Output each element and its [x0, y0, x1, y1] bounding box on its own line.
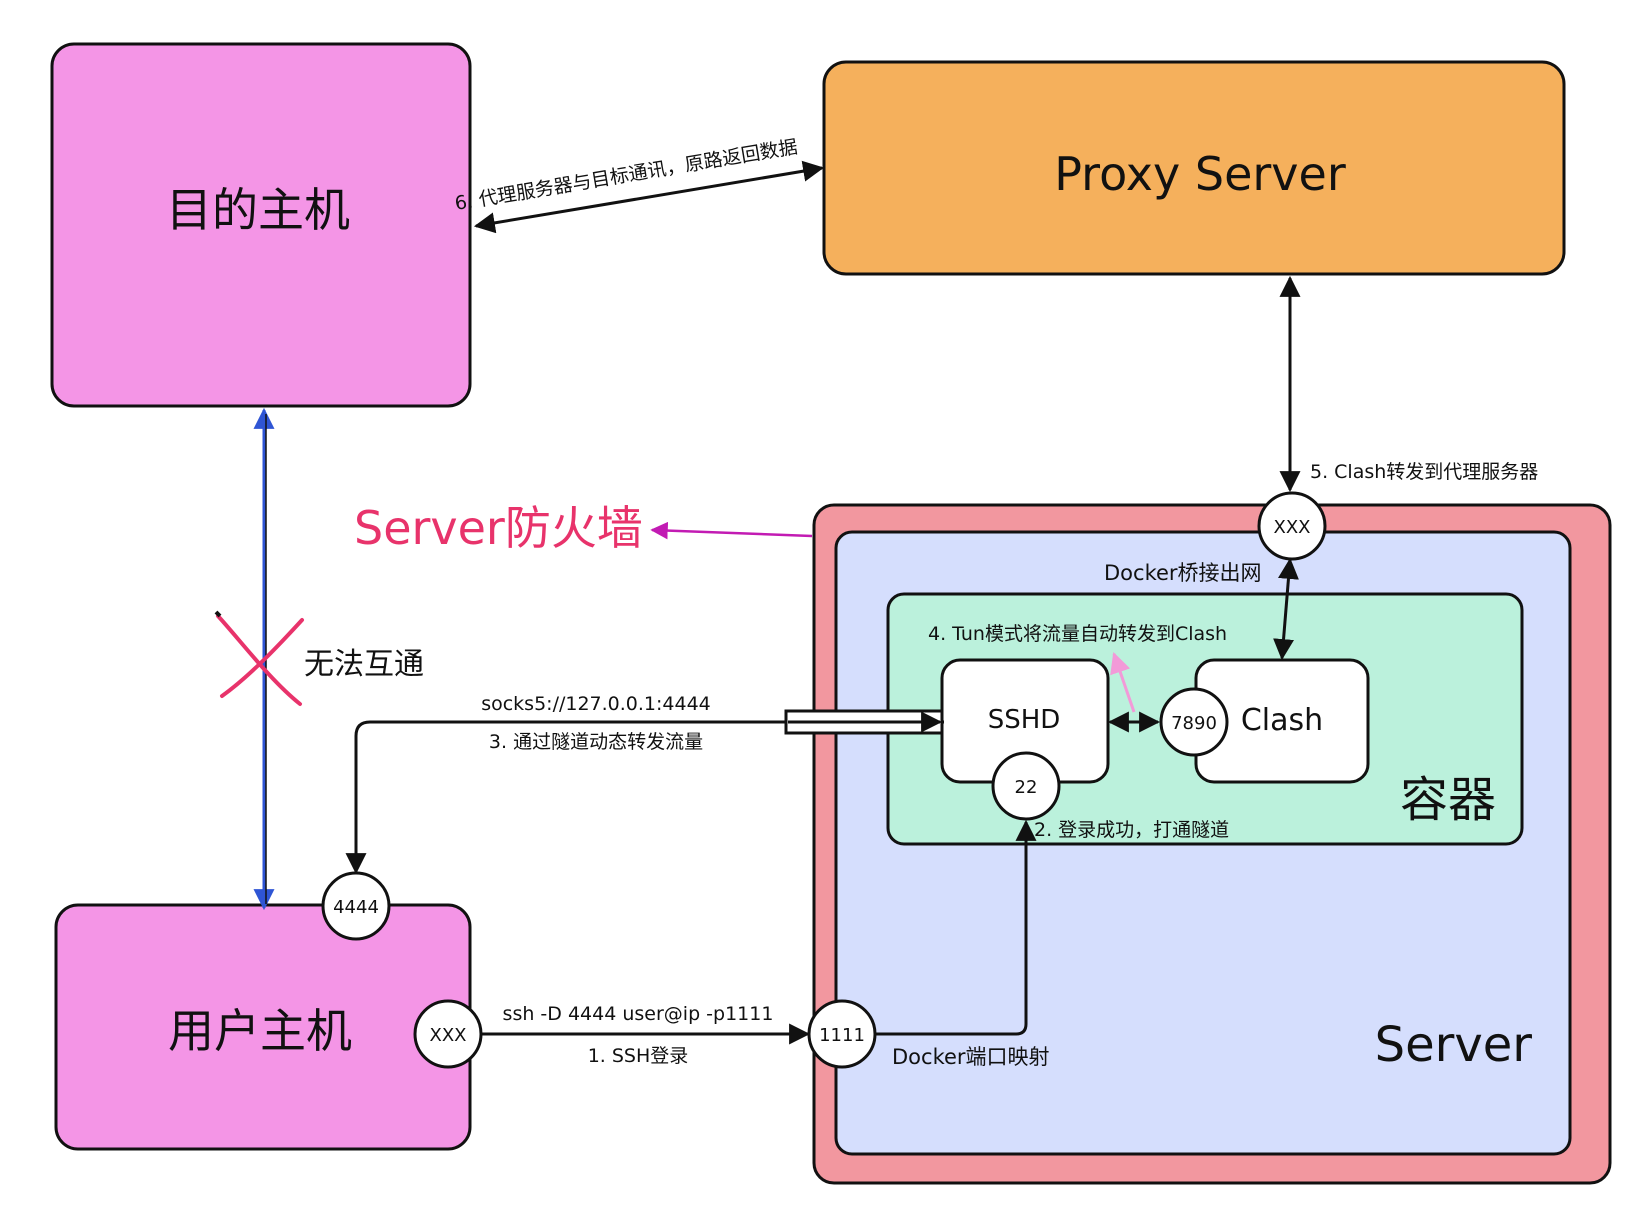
server-label: Server: [1375, 1017, 1533, 1073]
step-3-label: 3. 通过隧道动态转发流量: [489, 731, 703, 753]
target-host-node: 目的主机: [50, 42, 472, 408]
port-user-out: XXX: [413, 999, 483, 1069]
target-host-box: [50, 42, 472, 408]
user-host-label: 用户主机: [168, 1004, 352, 1058]
link-serverport-clash: [1273, 557, 1299, 661]
server-firewall-node: Server 容器: [812, 503, 1612, 1185]
step-1-label: 1. SSH登录: [588, 1045, 689, 1067]
port-user-local-label: 4444: [333, 897, 379, 918]
sshd-label: SSHD: [988, 705, 1061, 735]
port-server-out: XXX: [1257, 491, 1327, 561]
link-target-proxy: [473, 160, 825, 234]
link-port-map: [876, 819, 1037, 1036]
port-server-in-label: 1111: [819, 1025, 865, 1046]
target-host-label: 目的主机: [166, 183, 350, 237]
no-connect-label: 无法互通: [304, 647, 424, 682]
port-server-out-label: XXX: [1274, 517, 1311, 538]
ssh-command-label: ssh -D 4444 user@ip -p1111: [503, 1003, 774, 1025]
proxy-server-node: Proxy Server: [822, 60, 1566, 276]
port-user-out-label: XXX: [430, 1025, 467, 1046]
proxy-server-label: Proxy Server: [1054, 147, 1346, 201]
socks-addr-label: socks5://127.0.0.1:4444: [481, 693, 711, 715]
firewall-pointer-arrow: [650, 521, 813, 540]
port-clash-label: 7890: [1171, 713, 1217, 734]
blocked-cross-icon: [214, 610, 304, 706]
step-4-label: 4. Tun模式将流量自动转发到Clash: [928, 623, 1227, 645]
docker-bridge-label: Docker桥接出网: [1104, 561, 1262, 585]
port-user-local: 4444: [321, 871, 391, 941]
link-tunnel: [345, 720, 944, 875]
step-5-label: 5. Clash转发到代理服务器: [1310, 461, 1538, 483]
port-server-in: 1111: [807, 999, 877, 1069]
docker-port-map-label: Docker端口映射: [892, 1045, 1050, 1069]
step-6-label: 6. 代理服务器与目标通讯，原路返回数据: [453, 136, 799, 215]
port-sshd-label: 22: [1015, 777, 1038, 798]
port-clash: 7890: [1159, 687, 1229, 757]
firewall-label: Server防火墙: [354, 501, 643, 555]
tun-mode-arrow: [1110, 652, 1136, 713]
step-2-label: 2. 登录成功，打通隧道: [1034, 819, 1229, 841]
port-sshd: 22: [991, 751, 1061, 821]
user-host-node: 用户主机: [54, 903, 472, 1151]
container-label: 容器: [1400, 772, 1496, 828]
clash-label: Clash: [1241, 703, 1323, 738]
